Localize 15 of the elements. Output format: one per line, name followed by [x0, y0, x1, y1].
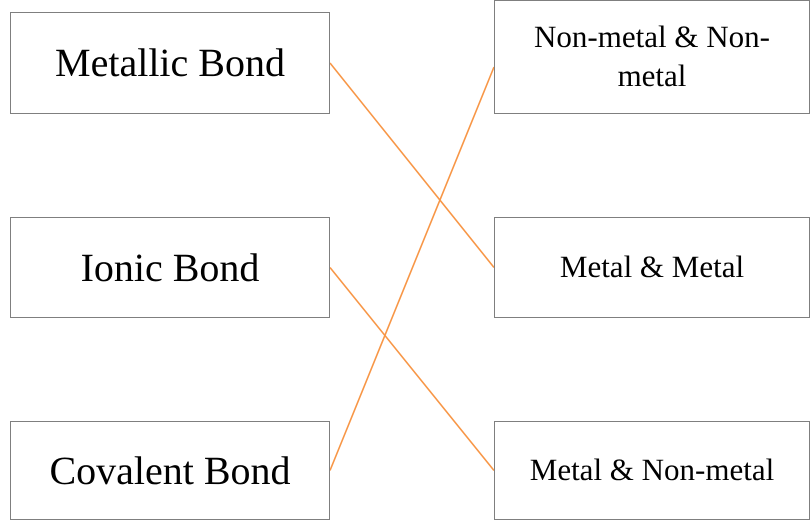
text-box — [494, 0, 810, 114]
box-label: Metal & Metal — [560, 248, 744, 286]
connector-line — [329, 62, 495, 268]
box-label: Metal & Non-metal — [530, 451, 774, 490]
text-box — [494, 421, 810, 520]
box-label: Ionic Bond — [80, 244, 260, 292]
box-label: Metallic Bond — [55, 39, 285, 87]
text-box — [10, 421, 330, 520]
box-label: Covalent Bond — [49, 446, 291, 494]
connector-line — [329, 66, 495, 471]
text-box — [10, 12, 330, 114]
text-box — [10, 217, 330, 318]
text-box — [494, 217, 810, 318]
box-label: Non-metal & Non-metal — [533, 18, 771, 95]
connector-line — [329, 267, 495, 471]
